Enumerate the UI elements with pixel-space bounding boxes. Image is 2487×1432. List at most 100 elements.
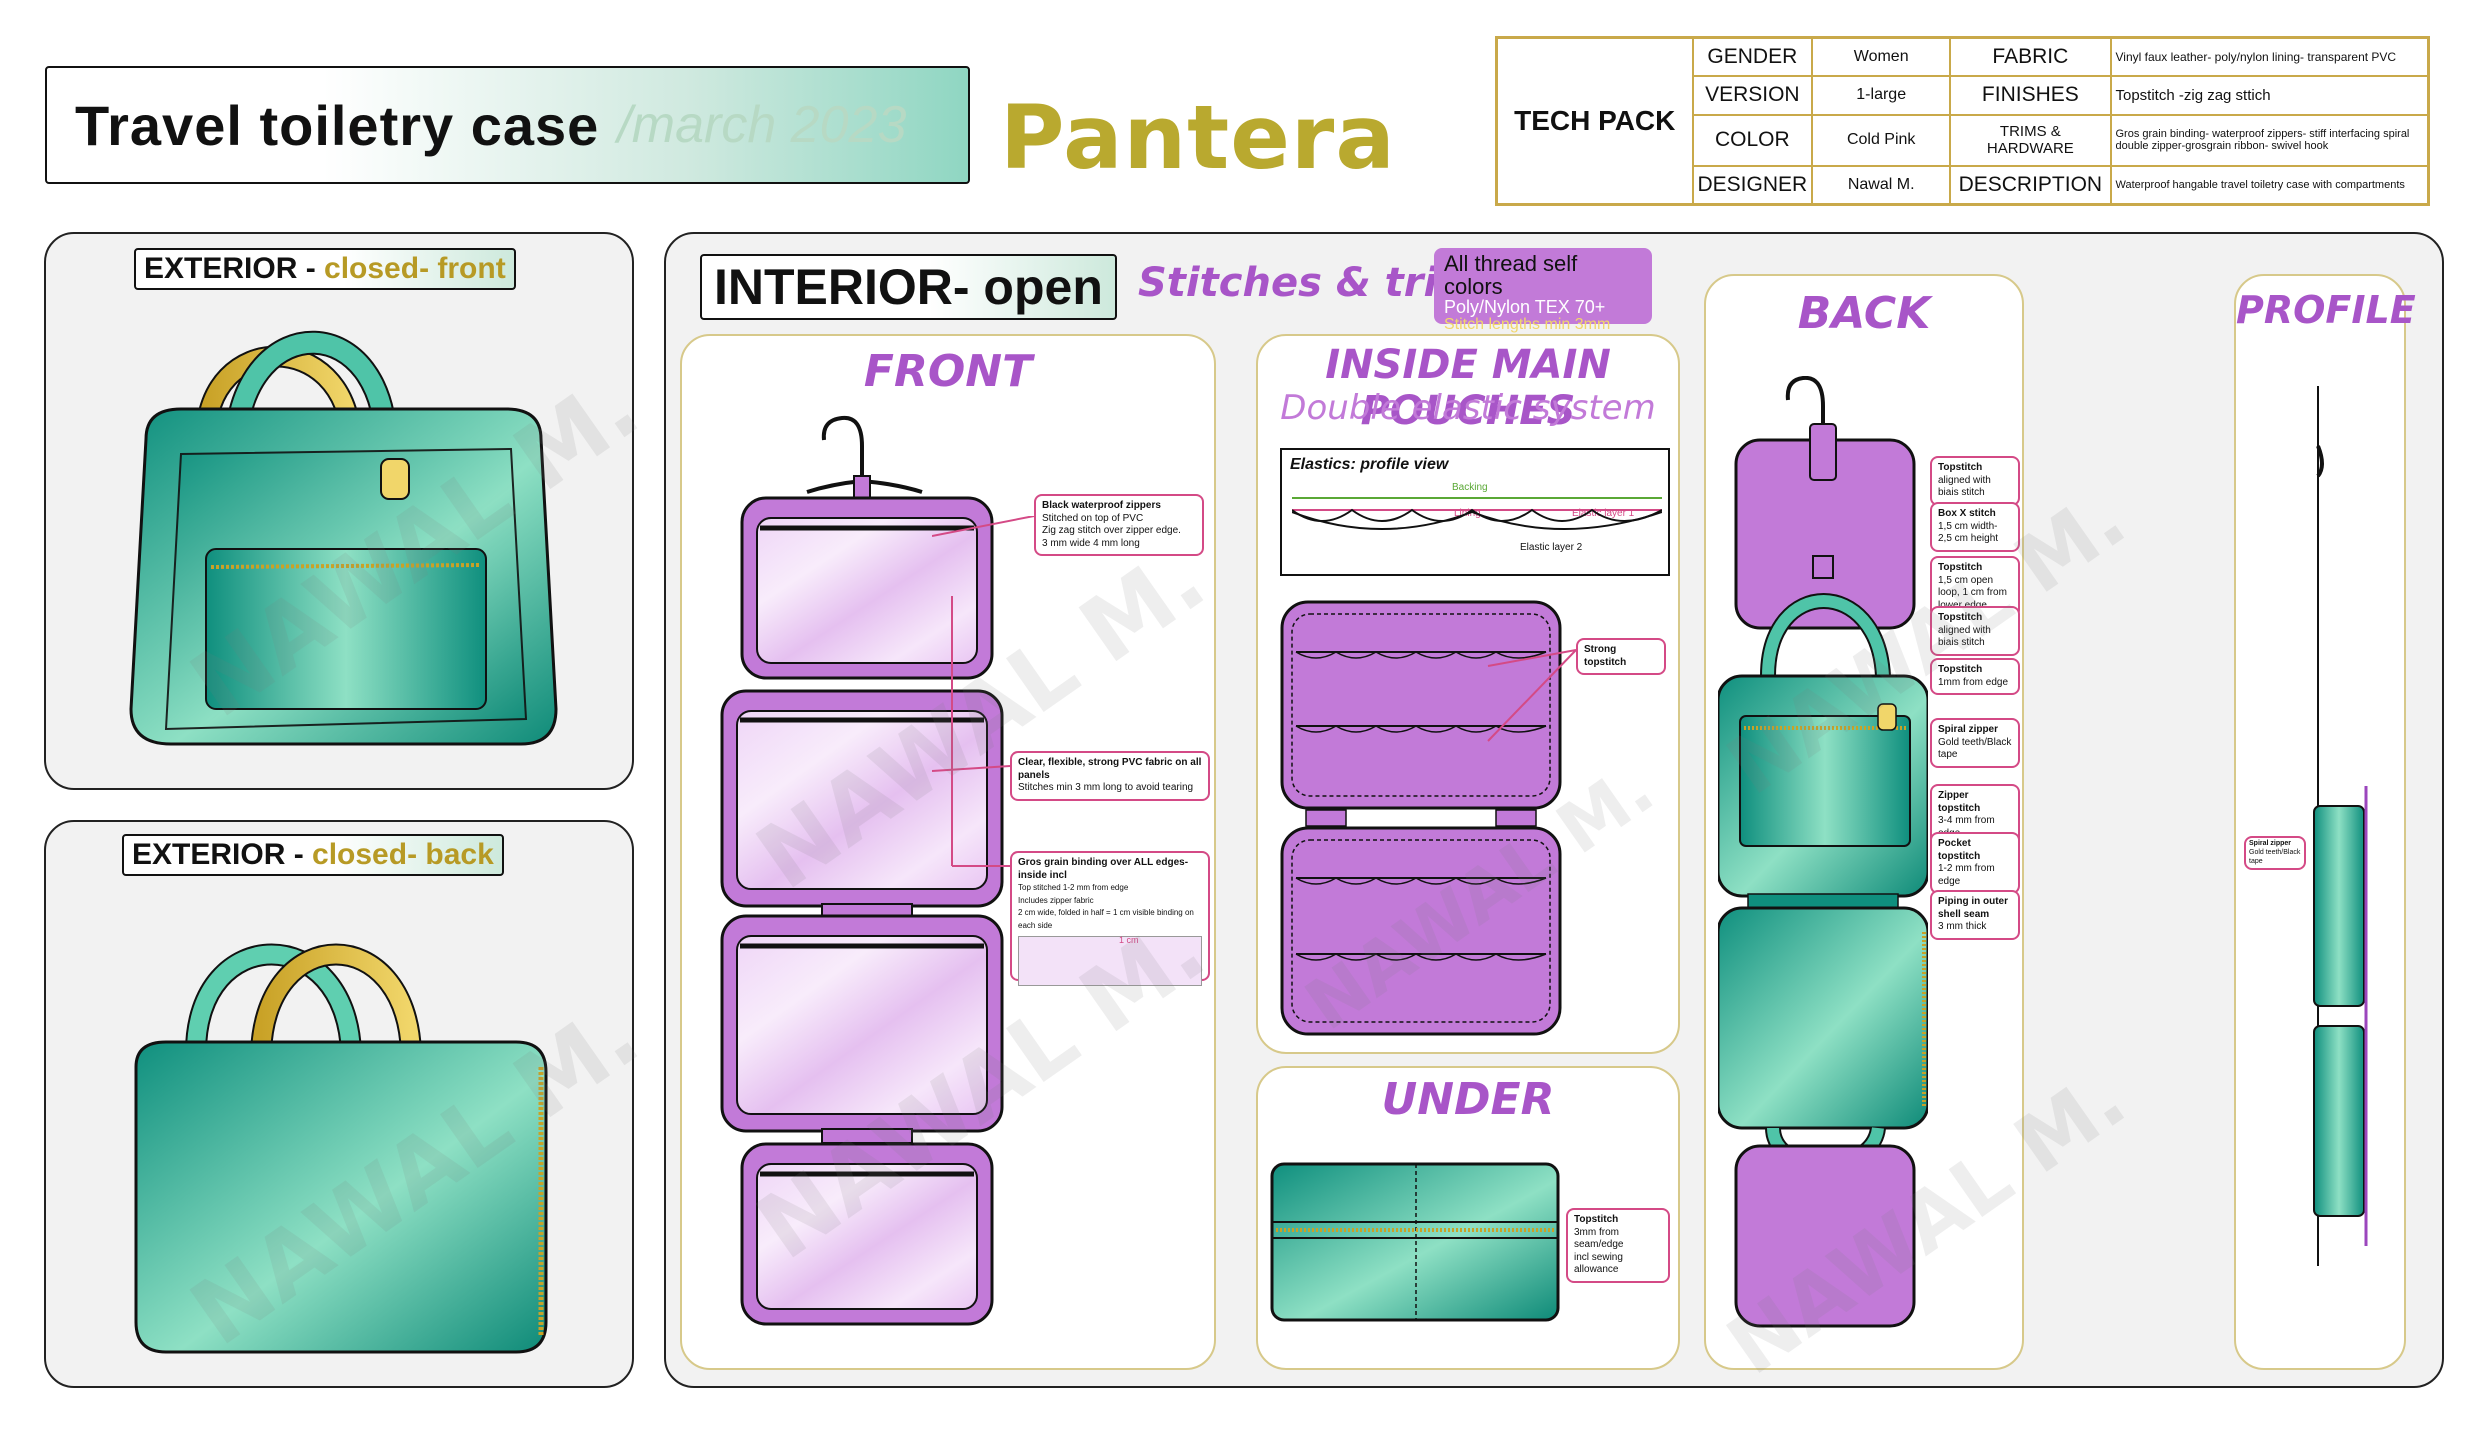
binding-dim: 1 cm <box>1119 935 1139 945</box>
page-title: Travel toiletry case <box>75 93 600 157</box>
profile-title: PROFILE <box>2236 288 2416 332</box>
pouches-subtitle: Double elastic system <box>1280 388 1656 428</box>
note-title: Spiral zipper <box>1938 724 1999 735</box>
tp-label: COLOR <box>1691 113 1814 167</box>
note-title: Box X stitch <box>1938 508 1996 519</box>
thread-line1: All thread self colors <box>1444 251 1578 300</box>
note-body: 3 mm thick <box>1938 921 1987 932</box>
note-title: Pocket topstitch <box>1938 838 1981 862</box>
front-note: Clear, flexible, strong PVC fabric on al… <box>1010 751 1210 801</box>
bag-back-drawing <box>134 943 548 1354</box>
elastic-profile-box: Elastics: profile view Backing Lining El… <box>1280 448 1670 576</box>
pouches-note: Strong topstitch <box>1576 638 1666 675</box>
note-title: Topstitch <box>1938 462 1983 473</box>
note-title: Strong topstitch <box>1584 644 1627 668</box>
exterior-back-tag: EXTERIOR - closed- back <box>122 834 504 876</box>
tp-label: DESCRIPTION <box>1949 164 2112 206</box>
tag-separator: - <box>285 838 313 871</box>
note-title: Black waterproof zippers <box>1042 500 1161 511</box>
exterior-label: EXTERIOR <box>132 838 286 871</box>
tp-label: GENDER <box>1691 36 1814 78</box>
pouches-leader-lines <box>1487 649 1577 742</box>
exterior-view: closed- front <box>324 252 506 285</box>
brand-logo: Pantera <box>1000 86 1396 189</box>
tp-value: Waterproof hangable travel toiletry case… <box>2109 164 2430 206</box>
tp-label: FABRIC <box>1949 36 2112 78</box>
elastic1-label: Elastic layer 1 <box>1572 508 1635 519</box>
exterior-front-tag: EXTERIOR - closed- front <box>134 248 516 290</box>
tech-pack-table: TECH PACK GENDER Women FABRIC Vinyl faux… <box>1495 36 2430 206</box>
note-title: Clear, flexible, strong PVC fabric on al… <box>1018 757 1202 781</box>
back-title: BACK <box>1797 288 1931 339</box>
note-title: Zipper topstitch <box>1938 790 1981 814</box>
tp-label: VERSION <box>1691 75 1814 116</box>
under-note: Topstitch 3mm from seam/edge incl sewing… <box>1566 1208 1670 1283</box>
tp-value: Cold Pink <box>1811 113 1952 167</box>
under-drawing <box>1270 1162 1560 1322</box>
bag-front-drawing <box>129 330 558 746</box>
tp-value: 1-large <box>1811 75 1952 116</box>
note-title: Topstitch <box>1938 562 1983 573</box>
front-open-drawing <box>720 415 1004 1326</box>
front-subpanel: FRONT Black waterproof zippers Stitched … <box>680 334 1224 1370</box>
pouches-title: INSIDE MAIN POUCHES <box>1325 342 1611 434</box>
note-title: Piping in outer shell seam <box>1938 896 2008 920</box>
elastic2-label: Elastic layer 2 <box>1520 542 1583 553</box>
note-body: 3mm from seam/edge incl sewing allowance <box>1574 1226 1624 1276</box>
pouches-subpanel: INSIDE MAIN POUCHES Double elastic syste… <box>1256 334 1680 1054</box>
note-title: Spiral zipper <box>2249 840 2292 847</box>
note-body: 1,5 cm width- 2,5 cm height <box>1938 520 1999 545</box>
note-body: Gold teeth/Black tape <box>1938 736 2012 761</box>
title-banner: Travel toiletry case /march 2023 <box>45 66 970 184</box>
thread-line2: Poly/Nylon TEX 70+ <box>1444 297 1606 318</box>
note-body: aligned with biais stitch <box>1938 474 1991 499</box>
tp-value: Women <box>1811 36 1952 78</box>
back-drawing <box>1718 376 1928 1328</box>
front-title: FRONT <box>863 346 1033 397</box>
binding-detail: 1 cm <box>1018 935 1202 986</box>
tp-value: Topstitch -zig zag sttich <box>2109 75 2430 116</box>
tp-value: Nawal M. <box>1811 164 1952 206</box>
under-subpanel: UNDER Topstitch 3mm from seam/edge incl … <box>1256 1066 1680 1370</box>
page-date: /march 2023 <box>617 96 907 154</box>
note-title: Topstitch <box>1574 1214 1619 1225</box>
elastic-profile-drawing <box>1292 497 1662 530</box>
exterior-view: closed- back <box>312 838 494 871</box>
exterior-label: EXTERIOR <box>144 252 298 285</box>
tp-value: Gros grain binding- waterproof zippers- … <box>2109 113 2430 167</box>
interior-title: INTERIOR- open <box>700 254 1117 320</box>
front-note: Black waterproof zippers Stitched on top… <box>1034 494 1204 556</box>
note-title: Gros grain binding over ALL edges-inside… <box>1018 857 1189 881</box>
exterior-front-panel: EXTERIOR - closed- front NAWAL M. <box>44 232 658 790</box>
profile-view-title: Elastics: profile view <box>1290 456 1449 473</box>
backing-label: Backing <box>1452 482 1488 493</box>
tp-label: TRIMS & HARDWARE <box>1949 113 2112 167</box>
profile-drawing <box>2313 386 2368 1266</box>
tp-label: FINISHES <box>1949 75 2112 116</box>
tp-label: DESIGNER <box>1691 164 1814 206</box>
note-body: Gold teeth/Black tape <box>2249 848 2301 865</box>
front-note: Gros grain binding over ALL edges-inside… <box>1010 851 1210 986</box>
under-title: UNDER <box>1381 1074 1555 1125</box>
note-body: aligned with biais stitch <box>1938 624 1991 649</box>
note-body: Stitched on top of PVC Zig zag stitch ov… <box>1042 512 1181 549</box>
note-body: Stitches min 3 mm long to avoid tearing <box>1018 782 1194 793</box>
note-title: Topstitch <box>1938 612 1983 623</box>
tech-pack-heading: TECH PACK <box>1495 36 1694 206</box>
interior-panel: INTERIOR- open Stitches & trims All thre… <box>664 232 2444 1393</box>
note-body: 1-2 mm from edge <box>1938 863 1995 887</box>
note-body: 1,5 cm open loop, 1 cm from lower edge <box>1938 574 2007 611</box>
thread-note: All thread self colors Poly/Nylon TEX 70… <box>1434 248 1652 333</box>
tag-separator: - <box>297 252 325 285</box>
note-body: 1mm from edge <box>1938 676 2009 688</box>
exterior-back-panel: EXTERIOR - closed- back NAWAL M. <box>44 820 658 1388</box>
